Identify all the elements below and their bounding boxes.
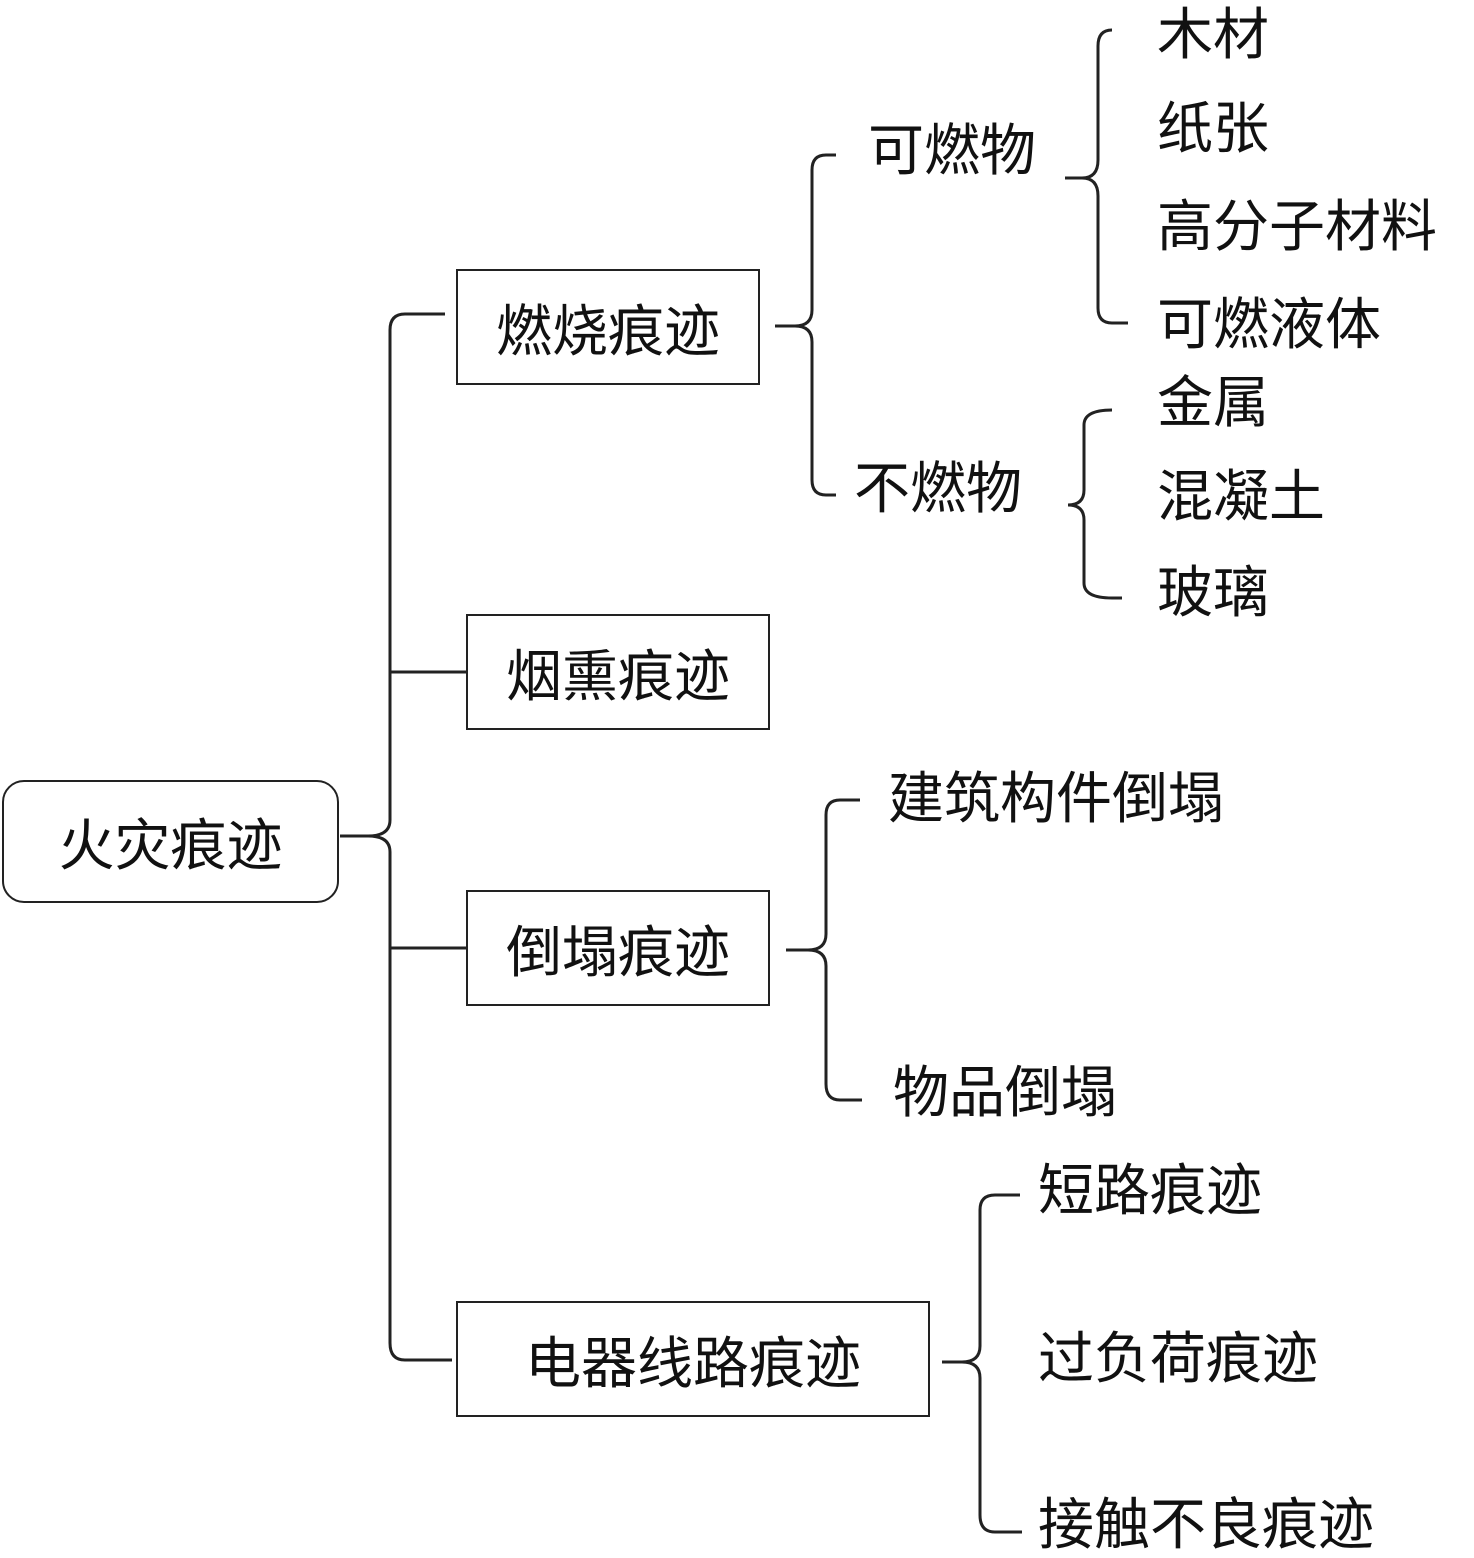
combustible-bracket (1065, 28, 1128, 325)
noncombustible-bracket (1067, 408, 1122, 600)
root-node: 火灾痕迹 (2, 780, 339, 903)
item-glass: 玻璃 (1157, 561, 1269, 626)
item-metal: 金属 (1157, 371, 1269, 436)
root-bracket (340, 312, 452, 1362)
item-polymer: 高分子材料 (1157, 195, 1437, 260)
item-wood: 木材 (1157, 3, 1269, 68)
burn-bracket (775, 153, 836, 497)
electric-bracket (942, 1193, 1022, 1534)
category-collapse: 倒塌痕迹 (466, 890, 770, 1006)
item-paper: 纸张 (1157, 97, 1269, 162)
label-noncombustible: 不燃物 (854, 457, 1022, 522)
category-electric: 电器线路痕迹 (456, 1301, 930, 1417)
item-concrete: 混凝土 (1157, 465, 1325, 530)
item-poor-contact: 接触不良痕迹 (1038, 1493, 1374, 1558)
collapse-bracket (786, 798, 862, 1102)
item-structure-collapse: 建筑构件倒塌 (888, 767, 1224, 832)
category-burn: 燃烧痕迹 (456, 269, 760, 385)
label-combustible: 可燃物 (868, 119, 1036, 184)
item-short-circuit: 短路痕迹 (1038, 1159, 1262, 1224)
item-flammable-liquid: 可燃液体 (1157, 293, 1381, 358)
category-smoke: 烟熏痕迹 (466, 614, 770, 730)
item-object-collapse: 物品倒塌 (893, 1061, 1117, 1126)
item-overload: 过负荷痕迹 (1038, 1327, 1318, 1392)
